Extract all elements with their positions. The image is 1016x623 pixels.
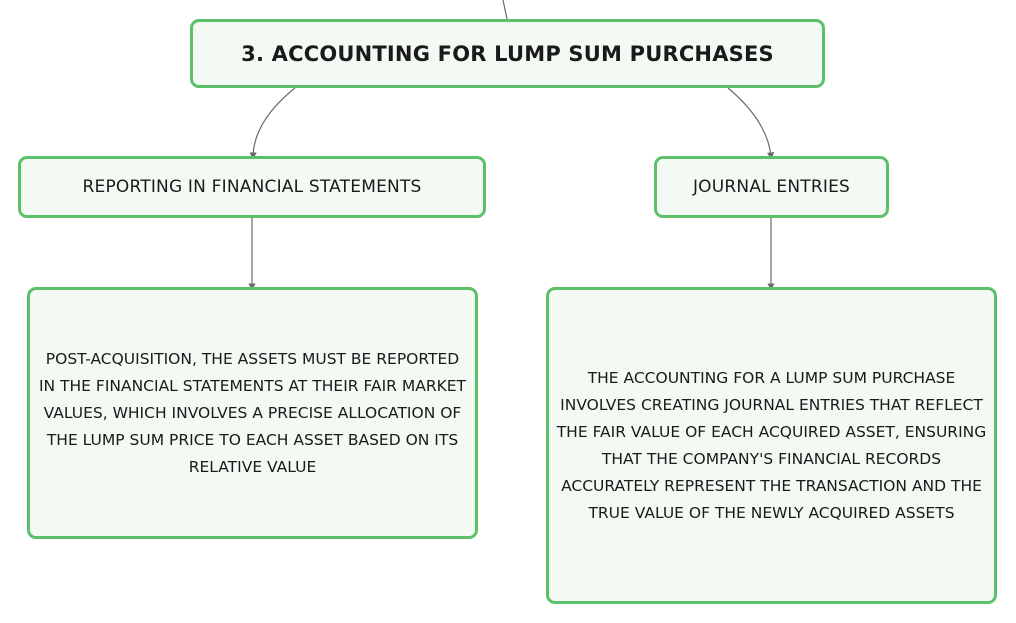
connector-title-to-reporting xyxy=(249,87,296,160)
connector-title-to-journal xyxy=(727,87,775,160)
root-node[interactable]: 3. ACCOUNTING FOR LUMP SUM PURCHASES xyxy=(190,19,825,88)
branch-node-reporting[interactable]: REPORTING IN FINANCIAL STATEMENTS xyxy=(18,156,486,218)
branch-node-journal-entries-label: JOURNAL ENTRIES xyxy=(692,177,851,197)
detail-node-reporting-text: POST-ACQUISITION, THE ASSETS MUST BE REP… xyxy=(38,349,467,476)
branch-node-reporting-label: REPORTING IN FINANCIAL STATEMENTS xyxy=(82,177,422,197)
detail-node-journal-entries[interactable]: THE ACCOUNTING FOR A LUMP SUM PURCHASE I… xyxy=(546,287,997,604)
detail-node-journal-entries-text: THE ACCOUNTING FOR A LUMP SUM PURCHASE I… xyxy=(556,368,987,522)
branch-node-journal-entries[interactable]: JOURNAL ENTRIES xyxy=(654,156,889,218)
detail-node-reporting[interactable]: POST-ACQUISITION, THE ASSETS MUST BE REP… xyxy=(27,287,478,539)
connector-parent-to-title xyxy=(502,0,508,20)
root-node-label: 3. ACCOUNTING FOR LUMP SUM PURCHASES xyxy=(241,41,774,66)
